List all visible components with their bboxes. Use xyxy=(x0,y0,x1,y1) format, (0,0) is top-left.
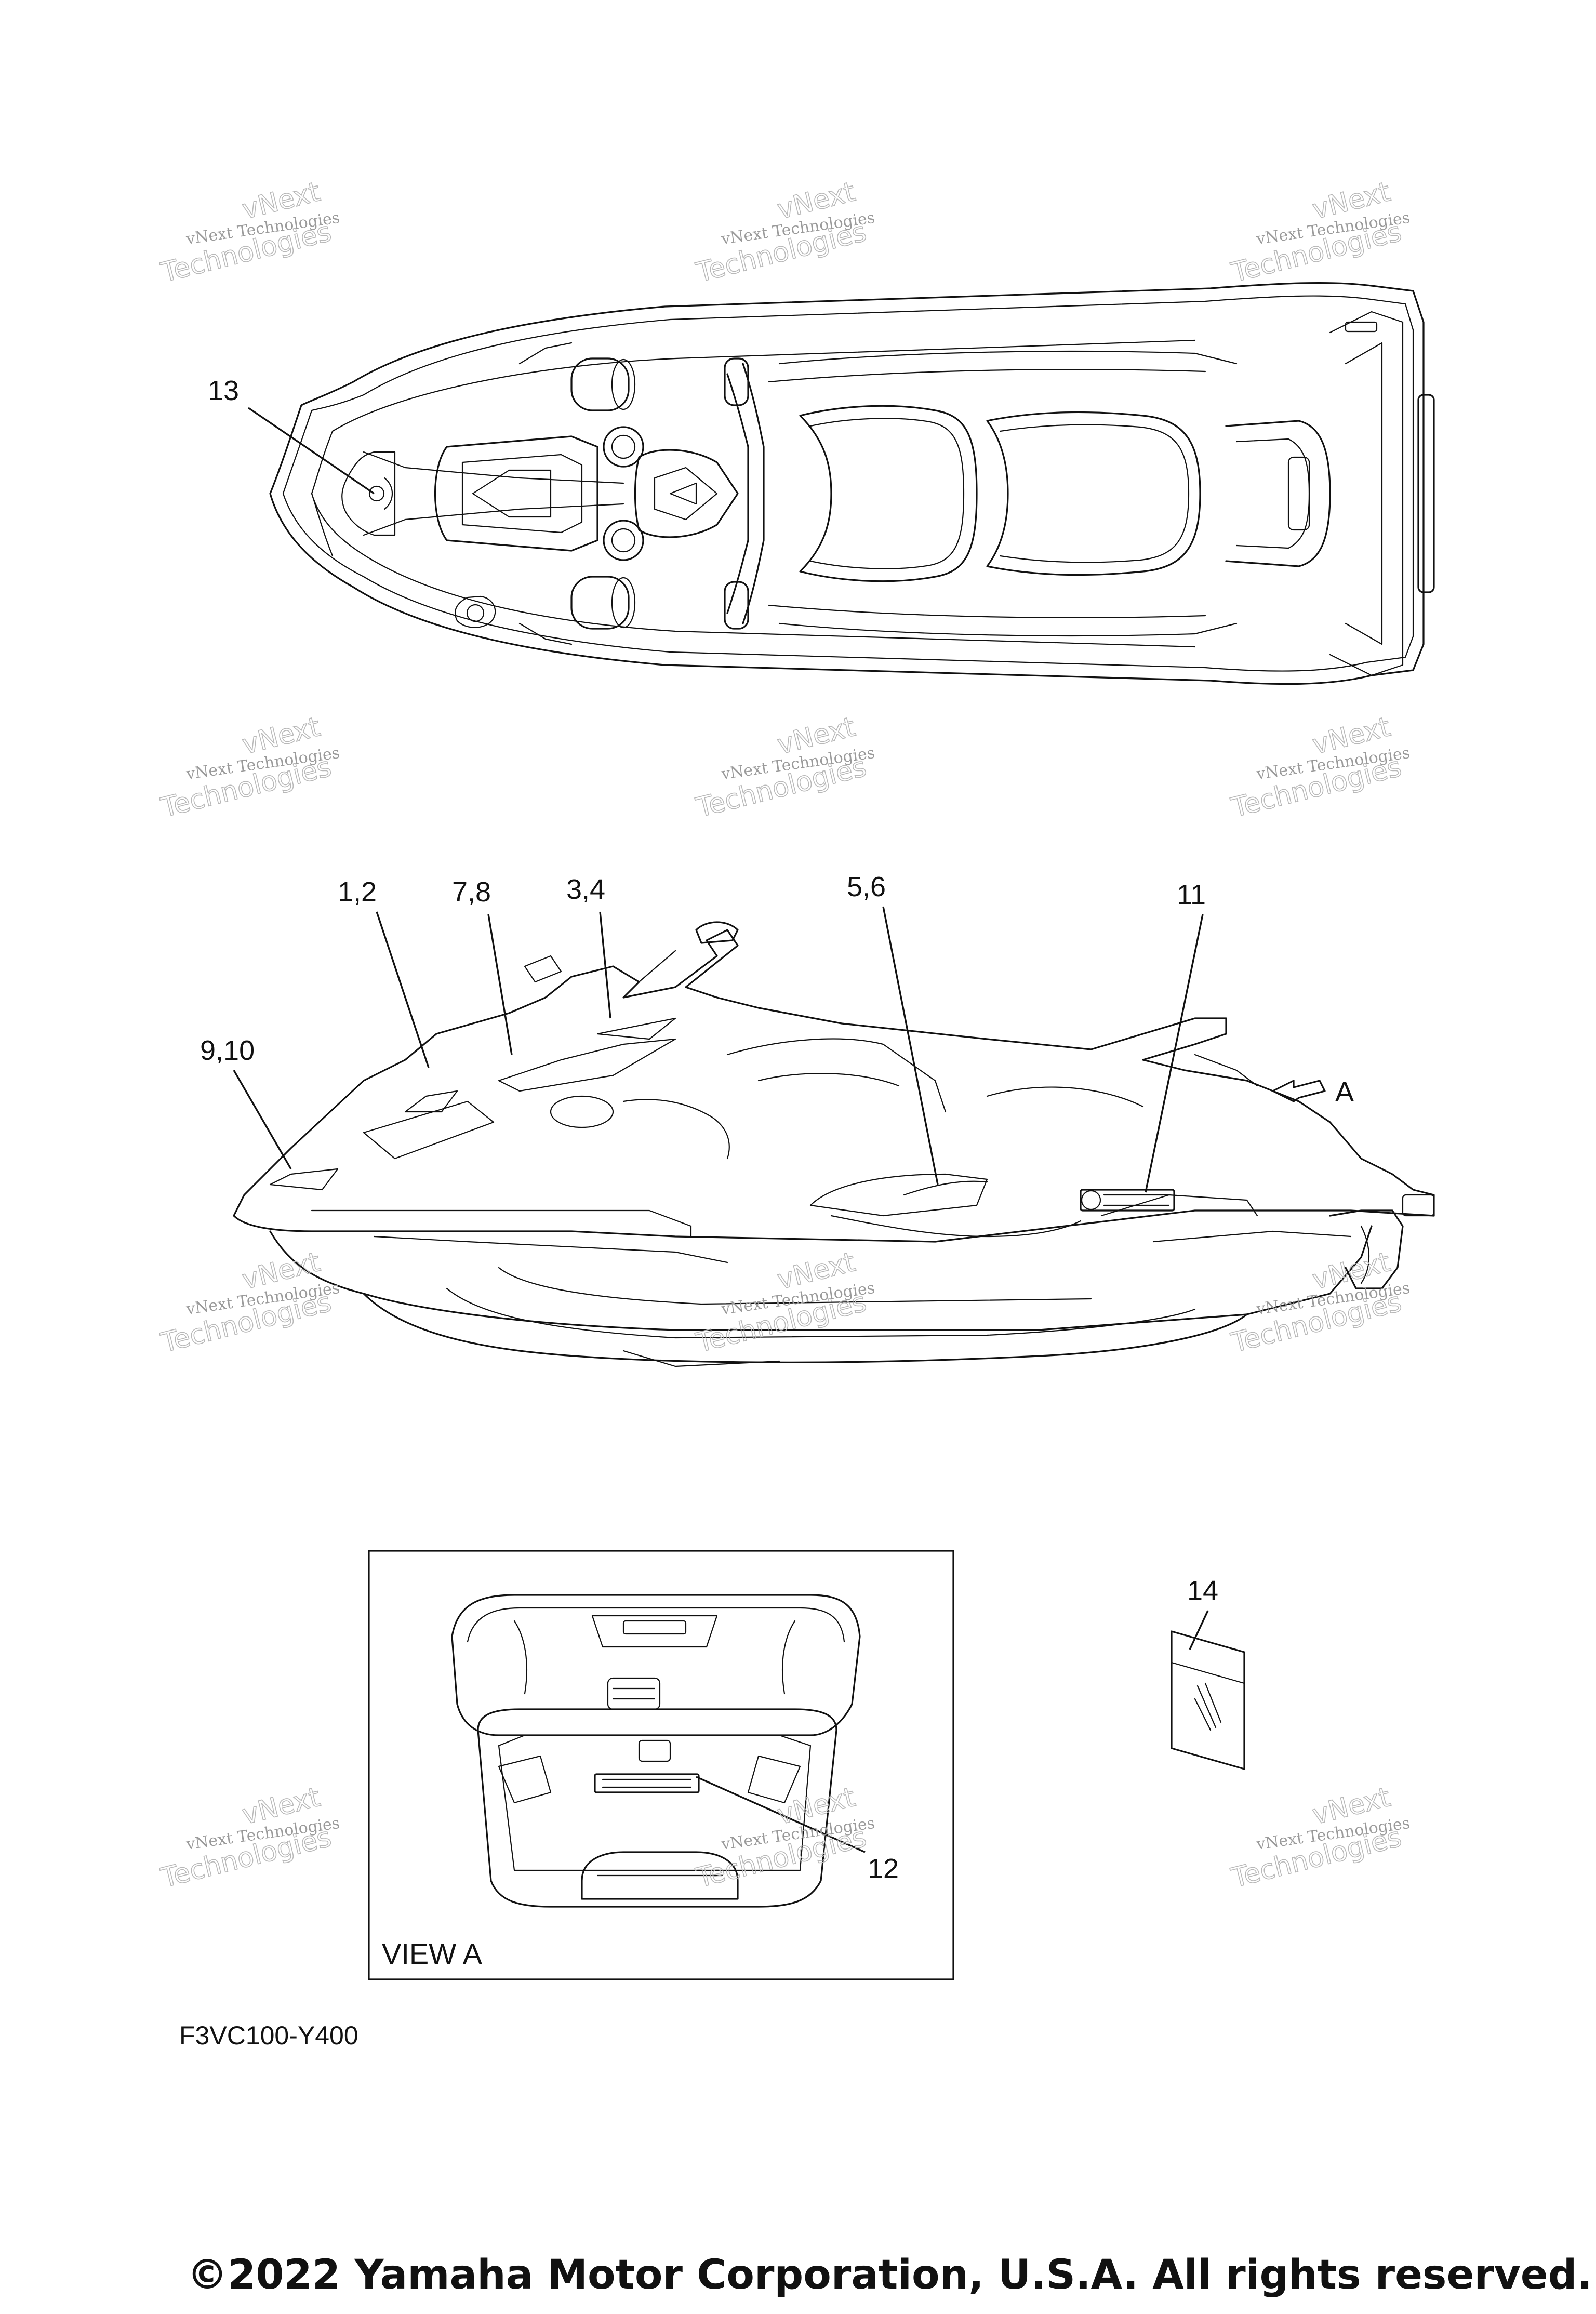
yamaha-emblem xyxy=(594,1773,700,1793)
callout-3-4: 3,4 xyxy=(566,874,605,905)
callout-7-8: 7,8 xyxy=(452,876,491,908)
leader-lines xyxy=(233,407,1209,1853)
callout-A: A xyxy=(1335,1076,1354,1108)
top-view-watercraft xyxy=(269,282,1435,685)
view-a-label: VIEW A xyxy=(382,1937,483,1970)
callout-5-6: 5,6 xyxy=(847,871,886,902)
view-a-frame xyxy=(368,1550,954,1980)
callouts: 13 1,2 7,8 3,4 5,6 11 9,10 A 14 12 xyxy=(200,375,1354,1884)
callout-1-2: 1,2 xyxy=(338,876,377,908)
copyright-notice: ©2022 Yamaha Motor Corporation, U.S.A. A… xyxy=(187,2252,1592,2298)
side-view-watercraft xyxy=(233,921,1435,1367)
callout-9-10: 9,10 xyxy=(200,1035,255,1066)
diagram-code: F3VC100-Y400 xyxy=(179,2021,358,2050)
part-14-decal xyxy=(1171,1630,1245,1770)
callout-13: 13 xyxy=(208,375,239,406)
callout-14: 14 xyxy=(1187,1575,1218,1606)
callout-11: 11 xyxy=(1177,879,1206,910)
view-a-inset xyxy=(368,1550,954,1980)
callout-12: 12 xyxy=(868,1853,899,1884)
